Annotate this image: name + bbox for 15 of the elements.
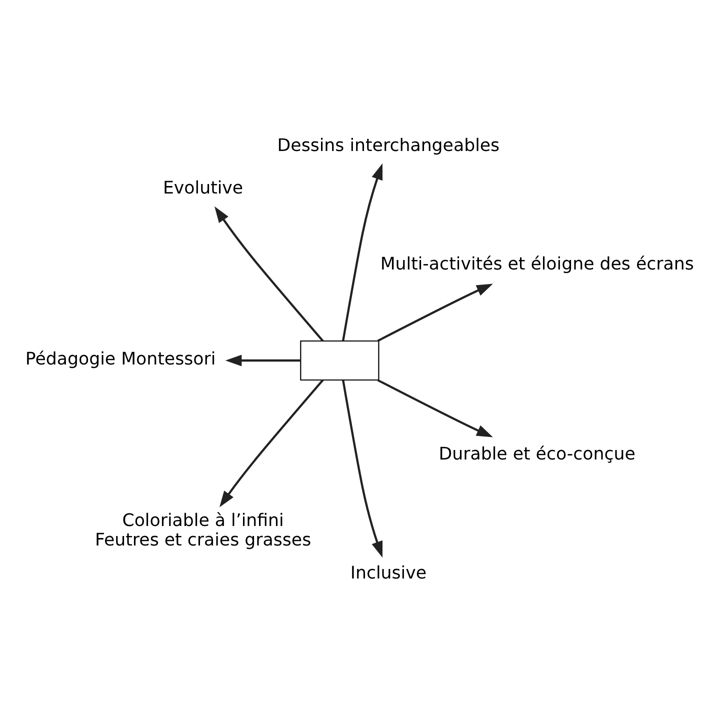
node-text: Evolutive: [162, 178, 244, 198]
node-text: Durable et éco-conçue: [438, 444, 636, 464]
arrow: [225, 354, 300, 366]
node-text: Dessins interchangeables: [277, 135, 500, 156]
arrow: [377, 378, 493, 437]
node-text: Inclusive: [350, 562, 427, 583]
node-text: Coloriable à l’infini Feutres et craies grasses: [94, 510, 312, 550]
arrow: [342, 380, 383, 558]
arrow: [342, 162, 383, 340]
arrow: [214, 206, 324, 342]
node-text: Multi-activités et éloigne des écrans: [380, 254, 694, 274]
arrow: [377, 283, 493, 342]
arrow: [219, 378, 324, 507]
node-text: Pédagogie Montessori: [25, 349, 216, 370]
node-box: [300, 340, 380, 380]
